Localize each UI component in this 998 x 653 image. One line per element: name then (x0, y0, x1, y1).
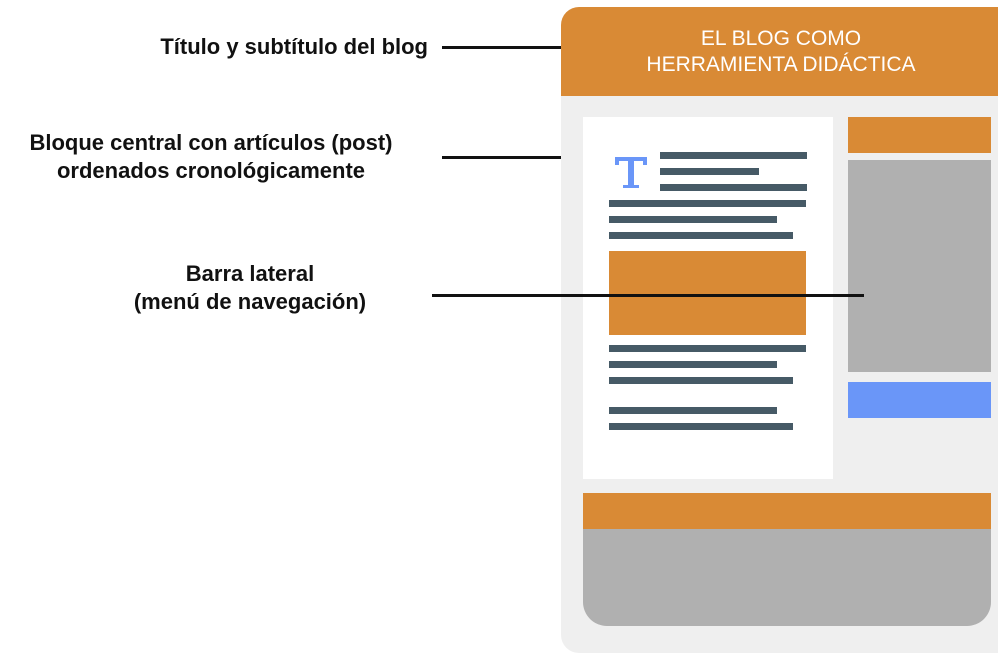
callout-title: Título y subtítulo del blog (110, 33, 428, 61)
callout-posts: Bloque central con artículos (post) orde… (0, 129, 422, 185)
article-text-line (609, 200, 806, 207)
leader-line-sidebar (432, 294, 864, 297)
footer-area (583, 529, 991, 626)
callout-sidebar-line2: (menú de navegación) (133, 289, 367, 314)
article-text-line (609, 345, 806, 352)
blog-mockup: EL BLOG COMO HERRAMIENTA DIDÁCTICA (561, 7, 998, 653)
leader-line-title (442, 46, 564, 49)
callout-sidebar: Barra lateral (menú de navegación) (100, 260, 400, 316)
text-t-icon (615, 157, 647, 188)
article-block (583, 117, 833, 479)
leader-line-posts (442, 156, 582, 159)
blog-header-subtitle: HERRAMIENTA DIDÁCTICA (646, 52, 916, 76)
footer-bar (583, 493, 991, 529)
blog-header-title: EL BLOG COMO (700, 26, 862, 50)
sidebar-link-block (848, 382, 991, 418)
article-text-line (609, 407, 777, 414)
article-text-line (609, 232, 793, 239)
blog-header: EL BLOG COMO HERRAMIENTA DIDÁCTICA (561, 7, 998, 96)
sidebar-menu-block (848, 160, 991, 372)
sidebar-heading-block (848, 117, 991, 153)
callout-sidebar-line1: Barra lateral (185, 261, 315, 286)
article-text-line (609, 423, 793, 430)
article-text-line (660, 168, 759, 175)
article-image (609, 251, 806, 335)
callout-posts-line2: ordenados cronológicamente (56, 158, 366, 183)
callout-title-text: Título y subtítulo del blog (160, 34, 428, 59)
callout-posts-line1: Bloque central con artículos (post) (29, 130, 393, 155)
article-text-line (609, 216, 777, 223)
article-text-line (609, 377, 793, 384)
article-text-line (609, 361, 777, 368)
article-text-line (660, 152, 807, 159)
article-text-line (660, 184, 807, 191)
